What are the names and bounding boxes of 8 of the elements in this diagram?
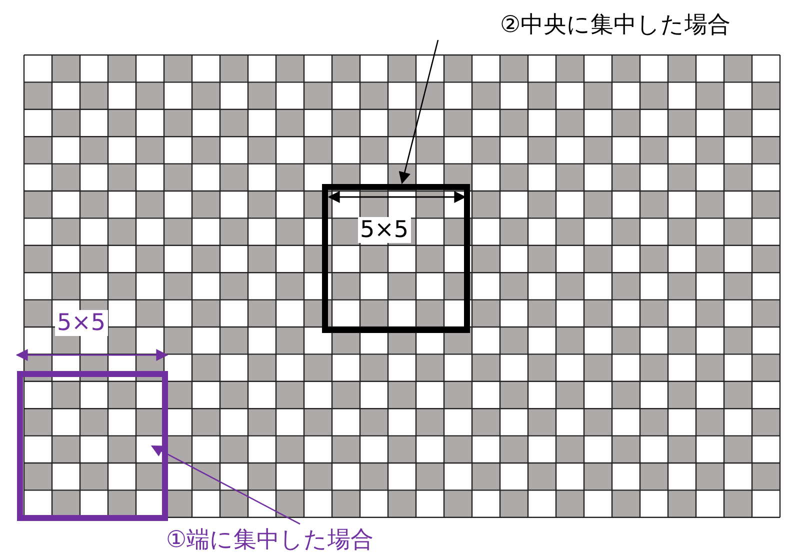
leader-line bbox=[398, 40, 439, 184]
highlight-frame bbox=[17, 371, 168, 521]
highlight-frame bbox=[322, 184, 470, 333]
leader-line bbox=[150, 445, 300, 525]
caption-text: ①端に集中した場合 bbox=[166, 527, 374, 553]
caption-text: ②中央に集中した場合 bbox=[500, 12, 731, 38]
dimension-label: 5×5 bbox=[358, 217, 411, 243]
dimension-label: 5×5 bbox=[55, 310, 108, 336]
